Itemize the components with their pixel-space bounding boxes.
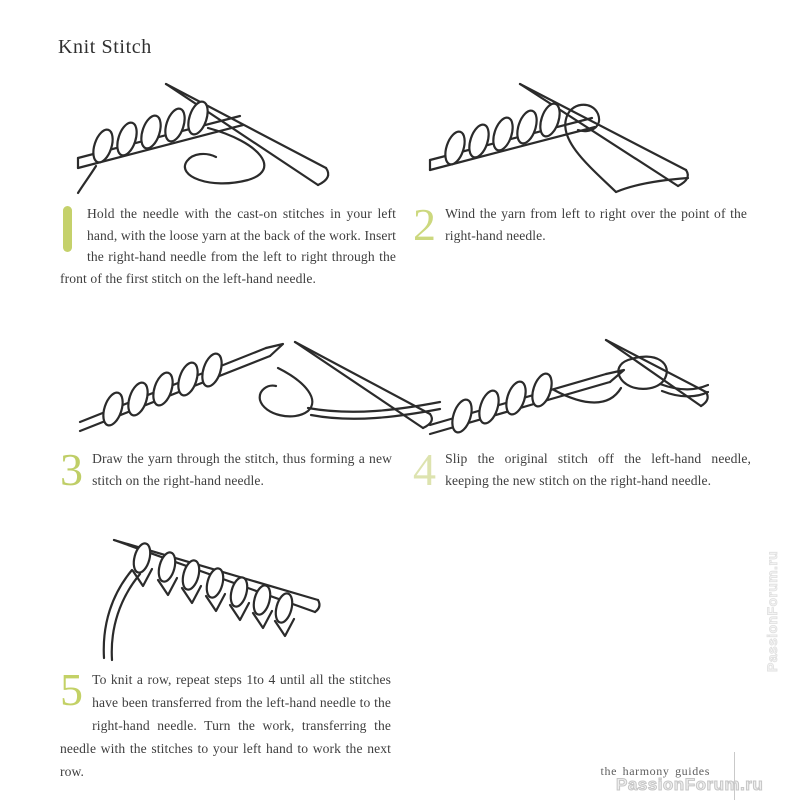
working-yarn [76,126,266,195]
illustration-step-2 [428,82,690,194]
step-1-text: Hold the needle with the cast-on stitche… [60,206,396,286]
new-stitch-yarn [258,366,442,420]
cast-on-loops [92,100,209,164]
footer-text: the harmony guides [600,764,710,778]
footer-rule [734,752,735,800]
watermark-vertical: PassionForum.ru [764,550,781,672]
step-3-text: Draw the yarn through the stitch, thus f… [92,451,392,488]
step-4-number: 4 [413,444,437,495]
right-needle [293,340,433,430]
step-2-text: Wind the yarn from left to right over th… [445,206,747,243]
step-2-number: 2 [413,199,437,250]
page-title: Knit Stitch [58,36,152,58]
cast-on-loops [102,352,223,427]
illustration-step-5 [102,538,321,662]
row-of-stitches [131,542,296,638]
illustration-step-3 [78,340,442,433]
step-3-number: 3 [60,444,84,495]
illustration-step-4 [428,338,709,436]
step-4-text: Slip the original stitch off the left-ha… [445,451,751,488]
step-1-number: 1 [63,206,72,252]
cast-on-loops [444,102,561,166]
watermark: PassionForum.ru [616,775,764,795]
yarn-tail [102,568,142,662]
remaining-loops [451,372,553,434]
illustration-step-1 [76,82,330,195]
step-5-number: 5 [60,664,84,715]
yarn-wrap [564,103,690,194]
right-needle [164,82,330,187]
step-5-text: To knit a row, repeat steps 1to 4 until … [60,672,391,779]
new-stitch-yarn [552,355,709,404]
step-1: 1Hold the needle with the cast-on stitch… [60,203,396,289]
